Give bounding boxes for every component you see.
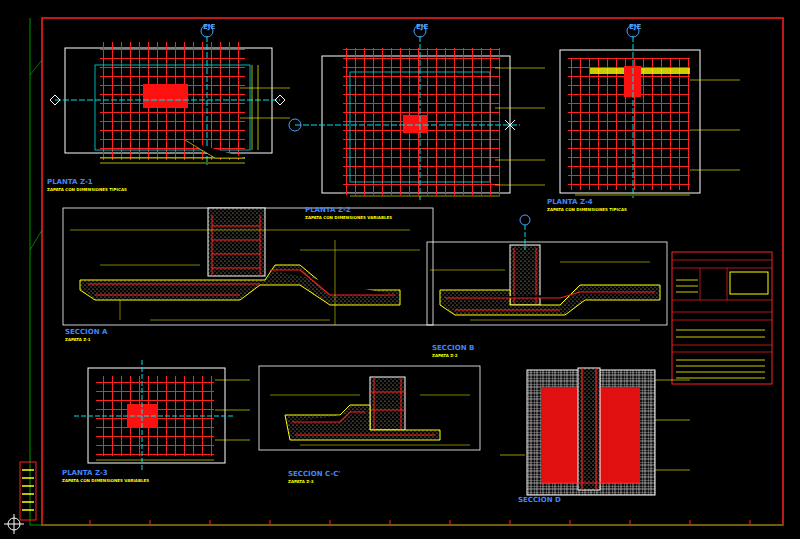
view-title: PLANTA Z-1	[47, 179, 93, 186]
view-title: EJE	[416, 24, 428, 31]
view-subtitle: ZAPATA CON DIMENSIONES TIPICAS	[47, 188, 127, 192]
view-title: SECCION B	[432, 345, 474, 352]
view-title: SECCION A	[65, 329, 107, 336]
view-title: EJE	[629, 24, 641, 31]
view-title: PLANTA Z-2	[305, 207, 351, 214]
view-subtitle: ZAPATA Z-3	[288, 480, 314, 484]
view-subtitle: ZAPATA Z-2	[432, 354, 458, 358]
view-subtitle: ZAPATA CON DIMENSIONES VARIABLES	[305, 216, 392, 220]
view-subtitle: ZAPATA CON DIMENSIONES TIPICAS	[547, 208, 627, 212]
view-subtitle: ZAPATA CON DIMENSIONES VARIABLES	[62, 479, 149, 483]
view-subtitle: ZAPATA Z-1	[65, 338, 91, 342]
view-title: PLANTA Z-4	[547, 199, 593, 206]
view-title: SECCION C-C'	[288, 471, 340, 478]
view-title: PLANTA Z-3	[62, 470, 108, 477]
view-title: EJE	[203, 24, 215, 31]
view-title: SECCION D	[518, 497, 561, 504]
